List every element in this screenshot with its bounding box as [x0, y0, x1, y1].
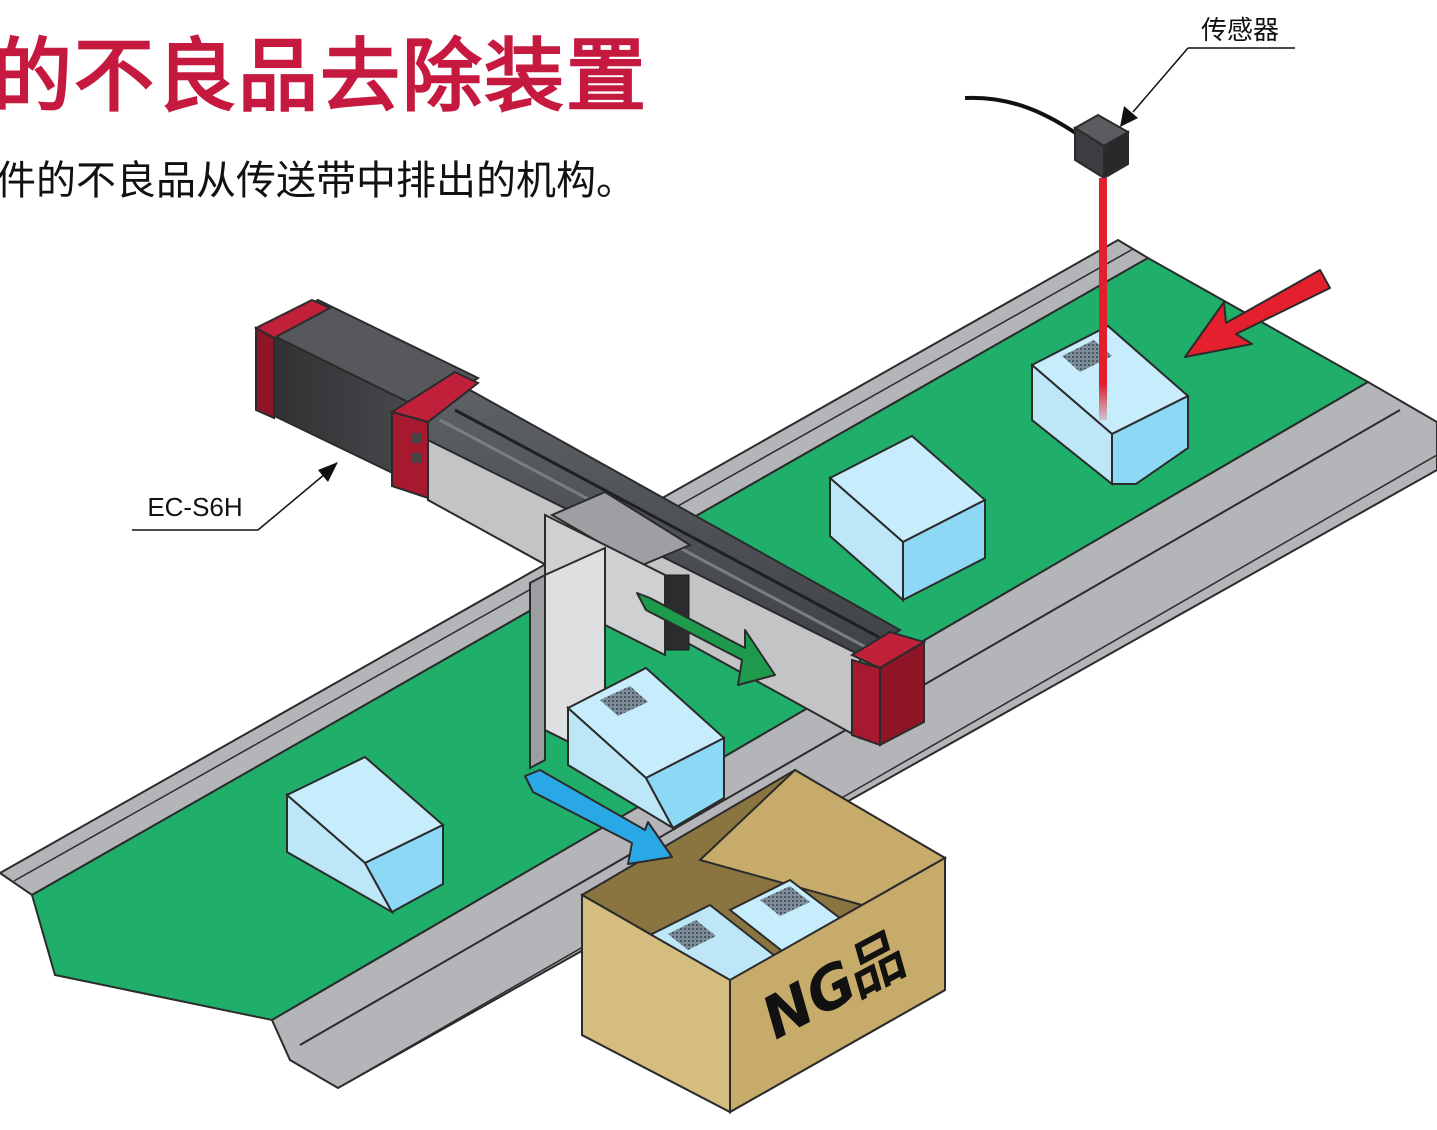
reject-direction-arrow	[524, 769, 673, 865]
sensor-callout: 传感器	[1120, 15, 1295, 127]
page-subtitle: 件的不良品从传送带中排出的机构。	[0, 158, 636, 204]
sensor-cable	[964, 95, 1082, 138]
actuator-direction-arrow	[636, 592, 776, 686]
end-cap	[389, 370, 480, 500]
workpiece-box	[285, 755, 445, 915]
actuator-callout: EC-S6H	[132, 462, 338, 531]
defect-mark	[668, 920, 716, 950]
workpiece-box	[828, 434, 987, 603]
end-cap	[849, 630, 927, 747]
workpiece-box-defective	[1030, 324, 1190, 487]
laser-beam	[1099, 178, 1107, 420]
sensor	[964, 95, 1131, 420]
sensor-label: 传感器	[1201, 15, 1279, 45]
workpiece-box-defective	[566, 666, 726, 831]
arrow-icon	[524, 269, 1331, 865]
ng-bin: NG品	[580, 768, 948, 1114]
defect-mark	[760, 886, 810, 916]
defect-mark	[600, 686, 648, 716]
end-cap	[253, 298, 333, 420]
conveyor-direction-arrow	[1184, 269, 1331, 358]
actuator-label: EC-S6H	[147, 492, 242, 522]
page-title: 的不良品去除装置	[0, 30, 648, 123]
